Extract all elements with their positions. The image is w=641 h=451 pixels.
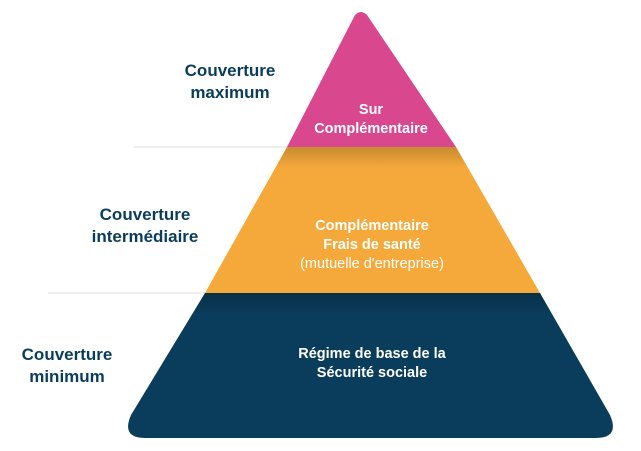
- pyramid-tier-top: [287, 12, 456, 147]
- tier-text-bottom: Régime de base de la Sécurité sociale: [298, 346, 446, 381]
- side-label-top: Couverture maximum: [184, 61, 276, 102]
- pyramid-tier-middle: [205, 147, 540, 293]
- side-label-middle: Couverture intermédiaire: [91, 205, 199, 246]
- tier-text-top: Sur Complémentaire: [314, 102, 428, 137]
- side-label-bottom: Couverture minimum: [21, 345, 113, 386]
- tier-shadow-middle: [275, 147, 468, 168]
- tier-text-middle: Complémentaire Frais de santé (mutuelle …: [300, 218, 444, 272]
- pyramid-tier-bottom: [128, 293, 613, 438]
- tier-shadow-bottom: [193, 293, 552, 314]
